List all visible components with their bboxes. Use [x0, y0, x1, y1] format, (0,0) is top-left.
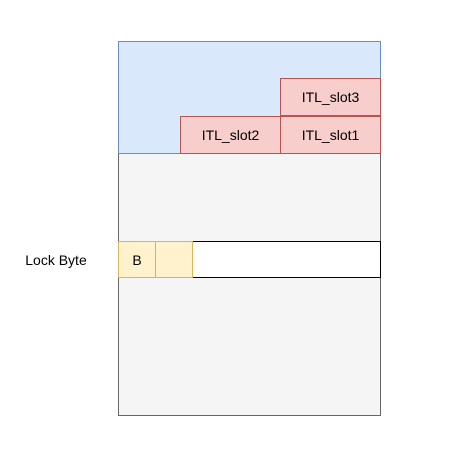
itl-slot-1: ITL_slot1	[280, 116, 381, 154]
lock-byte-label: Lock Byte	[25, 252, 87, 268]
block-body	[118, 153, 381, 416]
itl-slot-1-label: ITL_slot1	[301, 127, 360, 143]
itl-slot-3: ITL_slot3	[280, 78, 381, 116]
lock-byte-cell: B	[118, 241, 156, 278]
itl-slot-2-label: ITL_slot2	[201, 127, 260, 143]
row-record	[192, 241, 381, 278]
itl-slot-3-label: ITL_slot3	[301, 89, 360, 105]
itl-slot-2: ITL_slot2	[180, 116, 281, 154]
row-header-cell	[155, 241, 193, 278]
lock-byte-cell-label: B	[132, 251, 142, 268]
